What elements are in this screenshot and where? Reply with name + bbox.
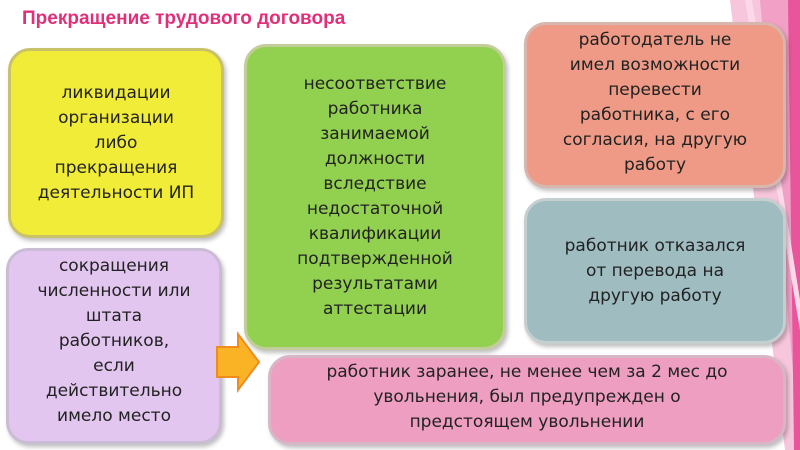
box-line: увольнения, был предупрежден о [373,387,681,407]
box-line: от перевода на [585,260,725,281]
box-line: несоответствие [303,74,447,94]
box-refused-transfer: работник отказался от перевода на другую… [524,198,786,344]
box-line: недостаточной [306,199,444,219]
box-line: результатами [312,274,438,294]
box-line: вследствие [323,174,427,194]
box-line: деятельности ИП [37,182,195,203]
box-line: если [93,356,135,376]
box-line: работник заранее, не менее чем за 2 мес … [326,362,728,382]
box-line: должности [324,149,426,169]
arrow-right-icon [216,331,261,393]
box-line: работу [623,155,687,175]
box-line: ликвидации [61,82,171,103]
box-line: другую работу [588,285,722,306]
box-line: квалификации [308,224,442,244]
box-line: действительно [45,381,183,401]
box-line: занимаемой [320,124,430,144]
box-staff-reduction: сокращения численности или штата работни… [6,248,222,444]
box-line: имел возможности [569,55,741,75]
box-line: подтвержденной [297,249,453,269]
box-line: работника [327,99,423,119]
box-qualification-mismatch: несоответствие работника занимаемой долж… [244,44,506,350]
box-line: численности или [37,281,191,301]
box-line: штата [85,306,143,326]
box-line: организации [58,107,174,128]
box-line: работника, с его [579,105,731,125]
box-line: прекращения [54,157,178,178]
box-line: имело место [57,406,171,426]
box-line: аттестации [322,299,428,319]
box-line: работодатель не [578,30,732,50]
box-line: сокращения [58,256,170,276]
box-liquidation: ликвидации организации либо прекращения … [8,48,224,238]
box-line: предстоящем увольнении [409,412,645,432]
box-prior-warning: работник заранее, не менее чем за 2 мес … [268,355,786,445]
box-line: работников, [58,331,170,351]
box-line: либо [94,132,138,153]
box-line: перевести [608,80,702,100]
box-line: согласия, на другую [562,130,748,150]
box-line: работник отказался [564,235,746,256]
page-title: Прекращение трудового договора [22,8,346,29]
box-no-transfer-possible: работодатель не имел возможности перевес… [524,22,786,188]
